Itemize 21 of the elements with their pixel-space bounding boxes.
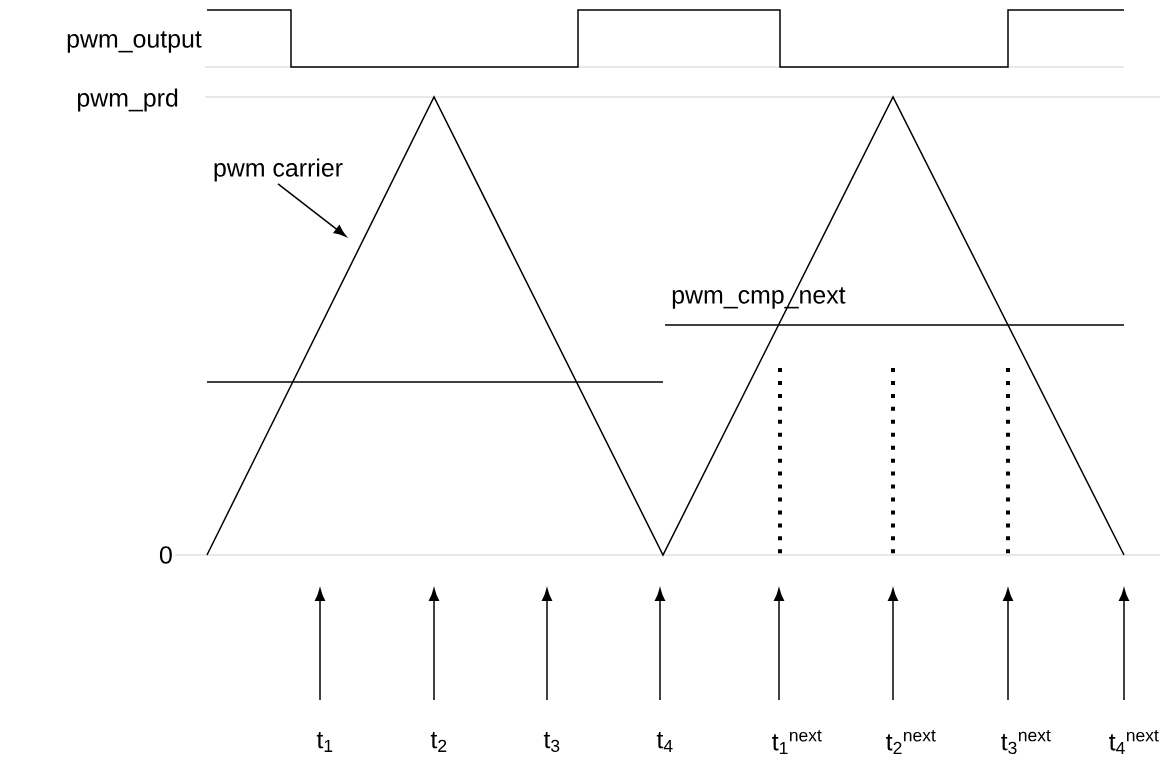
time-marker-arrow xyxy=(888,588,898,701)
time-marker-arrow xyxy=(315,588,325,701)
time-marker-arrow xyxy=(1119,588,1129,701)
axis-label: pwm_output xyxy=(67,31,202,53)
time-marker-arrow xyxy=(542,588,552,701)
time-label: t$_{4}$ xyxy=(656,732,673,752)
time-label: t$_{1}$ xyxy=(316,732,333,752)
time-marker-arrow xyxy=(655,588,665,701)
time-label: t$_{2}$next xyxy=(886,730,936,754)
time-marker-arrow xyxy=(774,588,784,701)
time-marker-arrow xyxy=(1003,588,1013,701)
time-label: t$_{1}$next xyxy=(772,730,822,754)
time-marker-arrow xyxy=(429,588,439,701)
axis-label: 0 xyxy=(159,546,172,564)
time-label: t$_{3}$ xyxy=(543,732,560,752)
time-label: t$_{4}$next xyxy=(1109,730,1159,754)
time-label: t$_{3}$next xyxy=(1001,729,1051,755)
axis-label: pwm_prd xyxy=(78,88,178,112)
leader-arrow xyxy=(277,183,347,237)
carrier-label: pwm carrier xyxy=(214,158,343,182)
time-label: t$_{2}$ xyxy=(430,732,447,752)
